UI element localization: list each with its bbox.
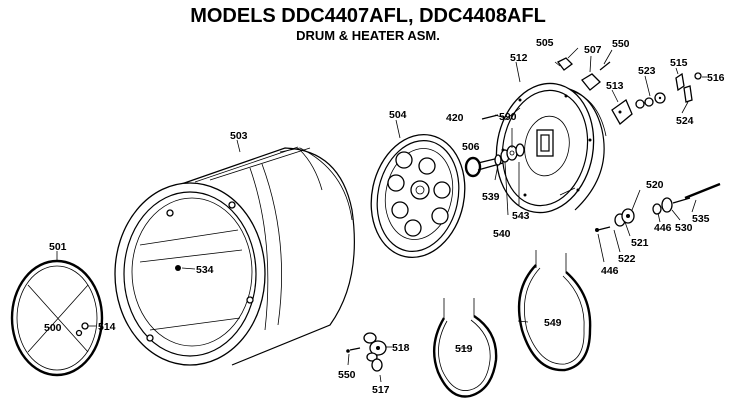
part-label-521: 521 — [631, 237, 649, 249]
part-label-446-right: 446 — [654, 222, 672, 234]
part-label-520: 520 — [646, 179, 664, 191]
part-label-512: 512 — [510, 52, 528, 64]
belt-549-part — [517, 250, 592, 372]
part-label-500: 500 — [44, 322, 62, 334]
part-label-524: 524 — [676, 115, 694, 127]
part-label-446-left: 446 — [601, 265, 619, 277]
part-label-503: 503 — [230, 130, 248, 142]
part-label-513: 513 — [606, 80, 624, 92]
part-label-523: 523 — [638, 65, 656, 77]
part-label-539: 539 — [482, 191, 500, 203]
part-label-516: 516 — [707, 72, 725, 84]
part-label-540: 540 — [493, 228, 511, 240]
part-label-535: 535 — [692, 213, 710, 225]
part-label-420: 420 — [446, 112, 464, 124]
part-label-530: 530 — [675, 222, 693, 234]
part-label-550-bottom: 550 — [338, 369, 356, 381]
part-label-534: 534 — [196, 264, 214, 276]
roller-bracket-part — [346, 332, 392, 383]
part-label-519: 519 — [455, 343, 473, 355]
part-label-543: 543 — [512, 210, 530, 222]
diagram-subtitle: DRUM & HEATER ASM. — [296, 28, 440, 43]
part-label-518: 518 — [392, 342, 410, 354]
part-label-504: 504 — [389, 109, 407, 121]
part-label-514: 514 — [98, 321, 116, 333]
shaft-assembly-part — [464, 114, 525, 216]
part-label-506: 506 — [462, 141, 480, 153]
drum-part — [114, 146, 355, 366]
sensor-parts — [595, 182, 721, 263]
thermostat-parts — [554, 47, 707, 125]
part-label-549: 549 — [544, 317, 562, 329]
part-label-505: 505 — [536, 37, 554, 49]
part-label-517: 517 — [372, 384, 390, 396]
part-label-507: 507 — [584, 44, 602, 56]
part-label-515: 515 — [670, 57, 688, 69]
part-label-590: 590 — [499, 111, 517, 123]
part-label-550-top: 550 — [612, 38, 630, 50]
part-label-501: 501 — [49, 241, 67, 253]
diagram-title: MODELS DDC4407AFL, DDC4408AFL — [190, 5, 546, 27]
heater-housing-part — [495, 61, 607, 214]
drum-rear-part — [370, 119, 466, 259]
door-ring-part — [10, 251, 104, 377]
part-label-522: 522 — [618, 253, 636, 265]
belt-519-part — [432, 298, 498, 398]
